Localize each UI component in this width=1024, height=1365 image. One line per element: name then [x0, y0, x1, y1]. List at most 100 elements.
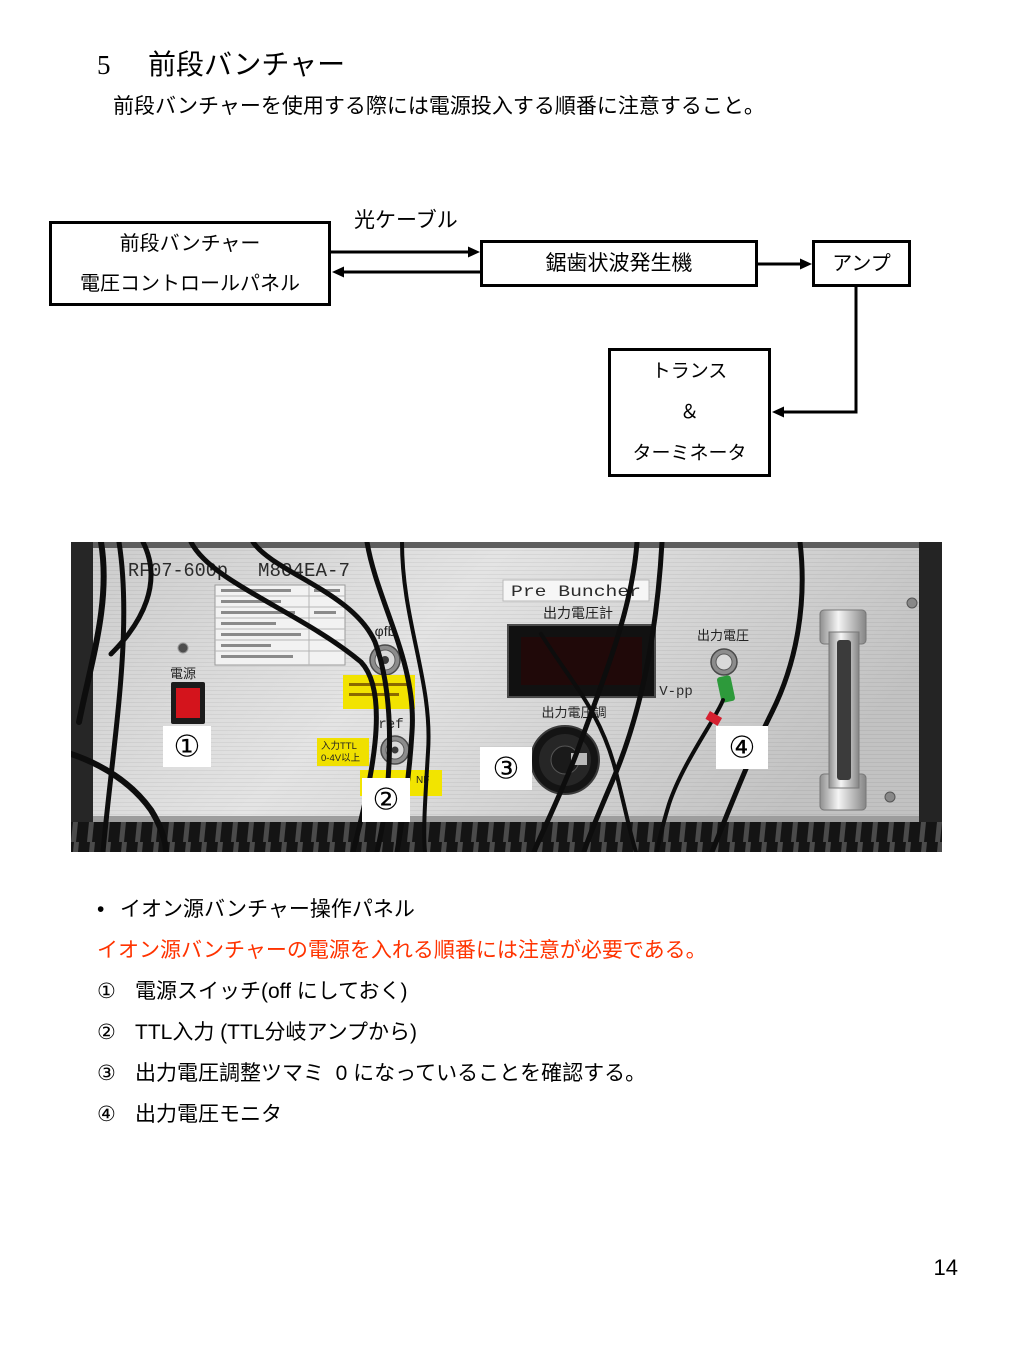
generator-label: 鋸歯状波発生機 — [545, 251, 693, 275]
display-window — [521, 637, 642, 685]
marker-box — [163, 726, 211, 767]
page-number: 14 — [933, 1255, 958, 1280]
sticker-print — [349, 683, 407, 686]
transformer-line2: ＆ — [679, 402, 699, 423]
cable — [71, 751, 169, 852]
spec-label-print — [221, 644, 271, 647]
spec-label-sticker — [214, 584, 346, 666]
transformer-line3: ターミネータ — [632, 443, 747, 464]
amp-box: アンプ — [812, 240, 911, 287]
item-marker: ① — [97, 980, 116, 1003]
cable — [709, 542, 805, 852]
panel-handle — [819, 609, 867, 811]
item-marker: ② — [97, 1021, 116, 1044]
item-text: 電源スイッチ(off にしておく) — [135, 980, 408, 1003]
item-marker: ③ — [97, 1062, 116, 1085]
connector-pin — [391, 746, 399, 754]
arrow-line — [783, 287, 858, 414]
rack-vent-grille — [71, 822, 942, 852]
marker-label: ③ — [493, 752, 520, 787]
arrow-amp-to-transformer — [772, 287, 858, 418]
arrow-panel-to-generator — [331, 246, 480, 258]
amp-label: アンプ — [832, 252, 891, 275]
marker-box — [362, 778, 410, 822]
spec-label-print — [221, 611, 295, 614]
ttl-sticker: 入力TTL 0-4V以上 — [317, 738, 369, 766]
control-panel-line2: 電圧コントロールパネル — [80, 272, 300, 295]
section-title: 前段バンチャー — [148, 49, 346, 80]
spec-label-print — [221, 600, 281, 603]
cable — [108, 542, 154, 657]
bullet: • — [97, 898, 105, 921]
notes-heading: イオン源バンチャー操作パネル — [120, 898, 415, 921]
output-label: 出力電圧 — [697, 628, 749, 643]
section-intro: 前段バンチャーを使用する際には電源投入する順番に注意すること。 — [113, 95, 765, 118]
marker-label: ② — [373, 783, 400, 818]
diagram-connectors — [331, 246, 858, 418]
control-panel-line1: 前段バンチャー — [119, 232, 261, 255]
cable — [76, 542, 107, 725]
panel-bottom-edge — [93, 816, 919, 822]
item-text: 出力電圧調整ツマミ 0 になっていることを確認する。 — [135, 1062, 647, 1085]
arrow-head — [468, 246, 480, 258]
power-switch-rocker — [176, 688, 200, 718]
spec-label-print — [221, 633, 301, 636]
cable — [531, 542, 640, 852]
operation-notes: • イオン源バンチャー操作パネル イオン源バンチャーの電源を入れる順番には注意が必… — [97, 889, 707, 1135]
name-plate: Pre Buncher — [502, 579, 650, 602]
arrow-generator-to-amp — [758, 258, 812, 270]
ttl-sticker-line2: 0-4V以上 — [321, 753, 361, 764]
meter-label: 出力電圧計 — [543, 605, 613, 621]
voltage-meter-display — [507, 624, 656, 698]
handle-slot — [837, 640, 851, 780]
list-item: ③ 出力電圧調整ツマミ 0 になっていることを確認する。 — [97, 1053, 707, 1094]
unit-label: V-pp — [659, 684, 693, 700]
nf-label: NF — [416, 775, 429, 786]
photo-marker-2: ② — [362, 778, 410, 822]
power-switch — [171, 682, 205, 724]
sticker-body — [317, 738, 369, 766]
transformer-box: トランス ＆ ターミネータ — [608, 348, 771, 477]
section-heading: 5 前段バンチャー — [97, 46, 345, 84]
arrow-head — [772, 406, 784, 418]
output-connector — [710, 648, 738, 676]
cable — [581, 542, 665, 852]
warning-text: イオン源バンチャーの電源を入れる順番には注意が必要である。 — [97, 939, 707, 962]
photo-marker-4: ④ — [716, 726, 768, 769]
equipment-photo: RF07-600p M804EA-7 — [71, 542, 942, 852]
spec-label-print — [221, 655, 293, 658]
panel-screw — [884, 791, 896, 803]
name-plate-text: Pre Buncher — [511, 583, 641, 601]
ttl-sticker-line1: 入力TTL — [321, 740, 357, 752]
rack-right-edge — [919, 542, 942, 852]
green-cable-sleeve — [717, 675, 735, 703]
generator-box: 鋸歯状波発生機 — [480, 240, 758, 287]
marker-label: ④ — [729, 731, 756, 766]
marker-label: ① — [174, 730, 201, 765]
spec-label-print — [221, 622, 276, 625]
connector-body — [715, 653, 733, 671]
panel-screw — [906, 597, 918, 609]
transformer-line1: トランス — [651, 361, 728, 382]
red-cable-tape — [705, 711, 723, 726]
name-plate-body — [502, 579, 650, 602]
notes-heading-row: • イオン源バンチャー操作パネル — [97, 889, 707, 930]
arrow-generator-to-panel — [332, 266, 480, 278]
cable — [100, 542, 127, 852]
spec-label-print — [221, 589, 291, 592]
marker-box — [716, 726, 768, 769]
item-text: 出力電圧モニタ — [135, 1103, 282, 1126]
warning-sticker — [343, 675, 415, 709]
section-number: 5 — [97, 50, 111, 80]
arrow-head — [332, 266, 344, 278]
cable — [400, 542, 431, 852]
model-text: RF07-600p — [128, 560, 228, 582]
sticker-body — [343, 675, 415, 709]
marker-box — [480, 747, 532, 790]
photo-marker-3: ③ — [480, 747, 532, 790]
control-panel-box: 前段バンチャー 電圧コントロールパネル — [49, 221, 331, 306]
ref-connector — [380, 735, 410, 765]
